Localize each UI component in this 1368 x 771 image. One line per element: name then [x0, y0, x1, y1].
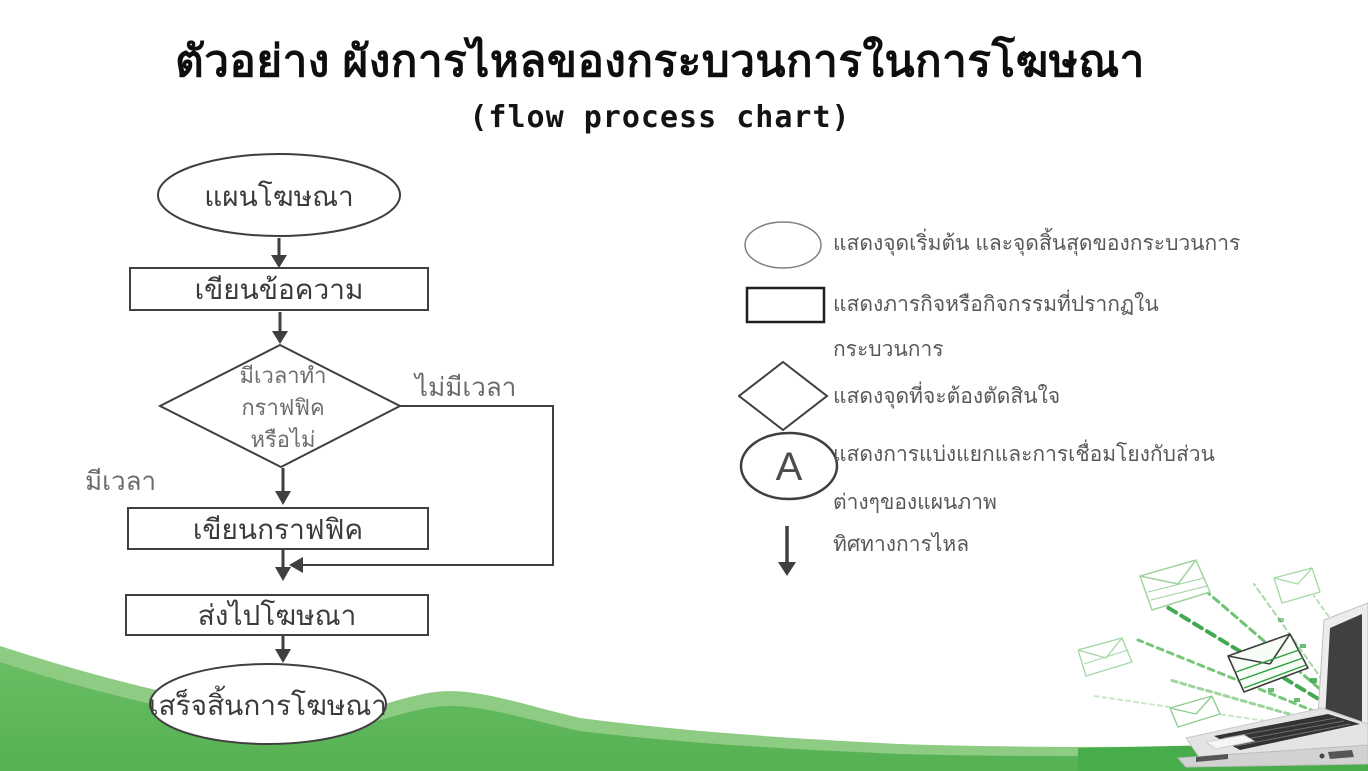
- branch-label-have-time: มีเวลา: [85, 466, 156, 496]
- laptop-email-image: [1078, 559, 1368, 771]
- slide-subtitle: (flow process chart): [469, 100, 851, 135]
- flow-arrow-2: [272, 312, 288, 344]
- green-wave-background: [0, 646, 1368, 771]
- flowchart-end-ellipse: [149, 663, 387, 745]
- slide-title: ตัวอย่าง ผังการไหลของกระบวนการในการโฆษณา: [175, 37, 1145, 86]
- laptop-touchpad: [1204, 734, 1256, 750]
- process-box-write-graphic: [127, 507, 429, 550]
- decision-label-line1: มีเวลาทำ: [239, 363, 326, 388]
- process-box-send-advertise-label: ส่งไปโฆษณา: [198, 599, 357, 631]
- decision-label-line3: หรือไม่: [250, 427, 315, 452]
- legend-connector-text-line2: ต่างๆของแผนภาพ: [833, 491, 997, 514]
- legend-rectangle-text-line1: แสดงภารกิจหรือกิจกรรมที่ปรากฏใน: [833, 293, 1159, 316]
- flowchart-start-label: แผนโฆษณา: [204, 180, 354, 212]
- bypass-connector: [289, 405, 554, 573]
- legend-connector-letter: A: [776, 445, 803, 489]
- envelope-icon-top: [1139, 559, 1211, 611]
- legend-arrow-text: ทิศทางการไหล: [833, 533, 970, 556]
- process-box-write-text: [129, 267, 429, 311]
- laptop-jack: [1319, 753, 1325, 759]
- legend-ellipse-symbol: [744, 221, 822, 269]
- envelope-icon-left: [1078, 637, 1133, 677]
- legend-ellipse-text: แสดงจุดเริ่มต้น และจุดสิ้นสุดของกระบวนกา…: [833, 232, 1241, 255]
- laptop-icon: [1176, 602, 1368, 768]
- flow-arrow-5: [275, 636, 291, 663]
- laptop-front-edge: [1176, 744, 1368, 768]
- legend-rectangle-text-line2: กระบวนการ: [833, 338, 944, 361]
- decision-label-line2: กราฟฟิค: [241, 395, 324, 420]
- legend-diamond-symbol: [738, 360, 829, 432]
- wave-dark-layer: [0, 662, 1368, 771]
- legend-connector-symbol: A: [739, 431, 839, 501]
- flow-arrow-4: [275, 550, 291, 581]
- flowchart-start-ellipse: [157, 153, 401, 237]
- branch-label-no-time: ไม่มีเวลา: [413, 372, 516, 402]
- envelope-icon-right: [1273, 567, 1321, 604]
- flow-arrow-1: [271, 238, 287, 268]
- process-box-write-text-label: เขียนข้อความ: [195, 274, 364, 305]
- legend-rectangle-symbol: [745, 286, 826, 324]
- legend-connector-text-line1: แสดงการแบ่งแยกและการเชื่อมโยงกับส่วน: [833, 443, 1215, 466]
- flow-arrow-3: [275, 468, 291, 505]
- legend-arrow-symbol: [778, 526, 796, 576]
- envelope-icon-main: [1227, 633, 1309, 693]
- envelope-icons: [1078, 559, 1321, 728]
- laptop-front-port: [1328, 750, 1354, 759]
- decision-diamond: [157, 343, 403, 469]
- laptop-front-slot: [1196, 754, 1228, 762]
- legend-diamond-text: แสดงจุดที่จะต้องตัดสินใจ: [833, 385, 1061, 408]
- flowchart: แผนโฆษณา เขียนข้อความ มีเวลาทำ กราฟฟิค ห…: [85, 153, 554, 745]
- flowchart-end-label: เสร็จสิ้นการโฆษณา: [149, 685, 387, 721]
- process-box-send-advertise: [125, 594, 429, 636]
- envelope-icon-lower: [1169, 695, 1221, 728]
- process-box-write-graphic-label: เขียนกราฟฟิค: [193, 514, 363, 545]
